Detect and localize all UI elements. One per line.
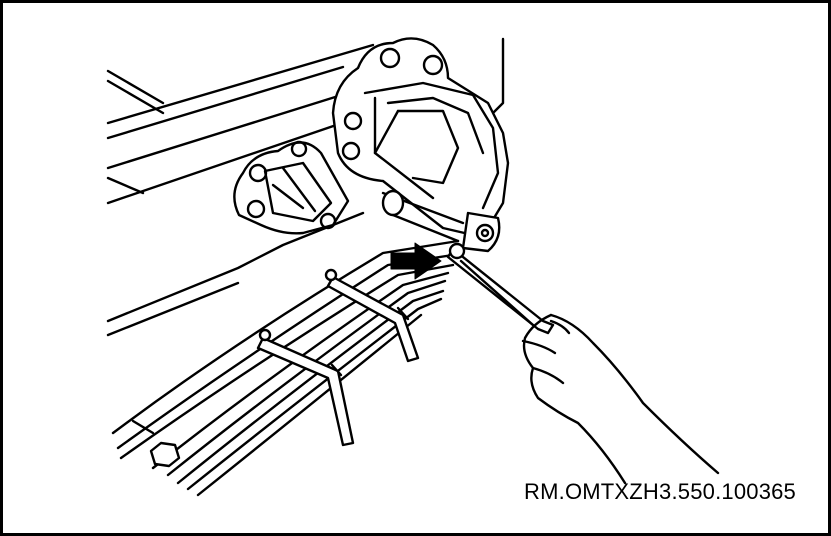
pry-bar-tool: [446, 242, 555, 335]
rear-shackle-bracket: [331, 37, 510, 253]
frame-rail: [106, 37, 505, 337]
arrow-right-icon: [390, 242, 442, 280]
spring-hanger-bracket: [233, 140, 350, 235]
technician-hand: [521, 313, 720, 485]
leaf-spring-stack: [111, 239, 460, 497]
reference-code: RM.OMTXZH3.550.100365: [524, 479, 796, 504]
leaf-spring-removal-illustration: [106, 37, 720, 497]
